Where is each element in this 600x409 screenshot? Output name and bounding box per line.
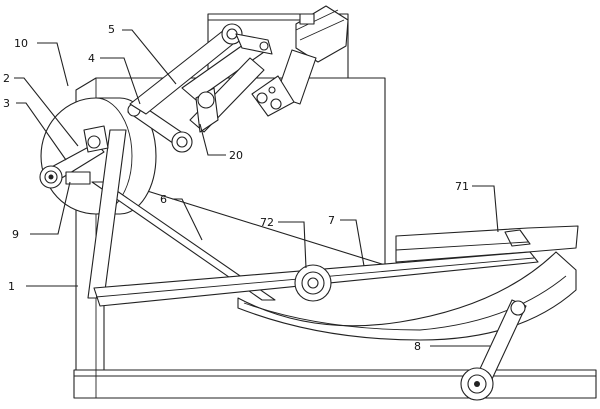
motor-assembly <box>251 5 349 117</box>
label-71: 71 <box>455 180 469 193</box>
label-10: 10 <box>14 37 28 50</box>
curved-track <box>237 251 577 341</box>
label-20: 20 <box>229 149 243 162</box>
bottom-link <box>460 299 527 401</box>
roller-72 <box>294 264 332 302</box>
base-platform <box>73 369 597 399</box>
link-4 <box>127 103 193 153</box>
label-4: 4 <box>88 52 95 65</box>
label-1: 1 <box>8 280 15 293</box>
label-72: 72 <box>260 216 274 229</box>
leader-lines <box>14 29 499 347</box>
support-strut <box>91 181 276 301</box>
label-8: 8 <box>414 340 421 353</box>
label-3: 3 <box>3 97 10 110</box>
actuator-20 <box>181 39 265 133</box>
upper-bracket <box>235 33 273 55</box>
label-7: 7 <box>328 214 335 227</box>
reference-numerals: 10 5 4 2 3 20 6 71 72 7 9 1 8 <box>3 23 469 353</box>
label-2: 2 <box>3 72 10 85</box>
arm-5 <box>129 23 243 115</box>
label-6: 6 <box>160 193 167 206</box>
label-9: 9 <box>12 228 19 241</box>
pedal-rail <box>395 225 579 263</box>
crank-arm <box>39 125 109 189</box>
label-5: 5 <box>108 23 115 36</box>
